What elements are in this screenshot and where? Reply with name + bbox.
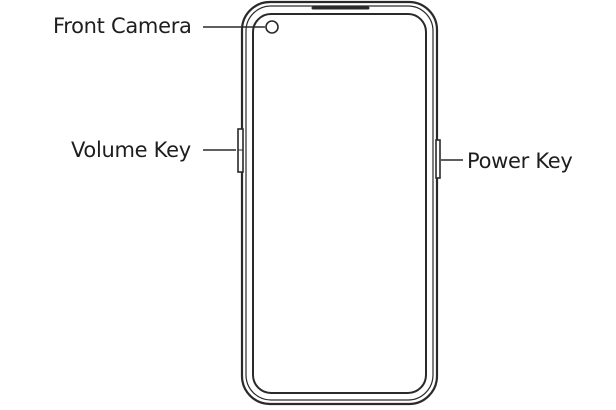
front-camera-hole xyxy=(265,20,279,34)
phone-outer-frame xyxy=(240,0,439,406)
phone-screen xyxy=(252,13,427,394)
front-camera-label: Front Camera xyxy=(53,14,192,38)
phone-inner-frame xyxy=(245,5,434,401)
power-key-label: Power Key xyxy=(467,149,573,173)
volume-key-label: Volume Key xyxy=(71,138,191,162)
power-key xyxy=(435,139,441,179)
